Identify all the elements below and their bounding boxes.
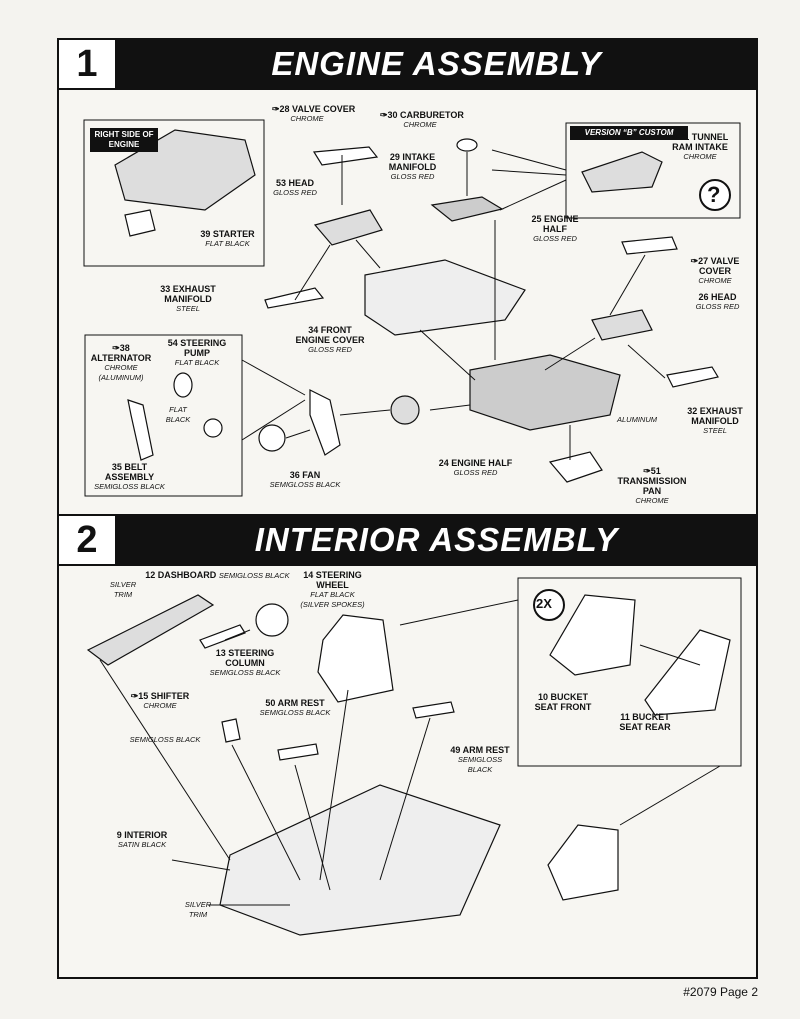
exhaust-manifold-33-drawing [264,287,325,309]
bucket-seat-front-drawing [549,594,636,676]
right-side-inset-box [83,119,265,267]
belt-assembly-inset-drawing [127,399,154,461]
rear-seat-drawing [547,824,619,901]
part-10-label: 10 BUCKET SEAT FRONT [534,692,592,712]
intake-manifold-drawing [430,196,504,222]
engine-assembly-drawing [469,354,621,431]
carburetor-drawing [456,138,478,152]
page-number: #2079 Page 2 [683,985,758,999]
belt-assembly-drawing [309,389,341,456]
valve-cover-28-drawing [312,146,379,166]
valve-cover-27-drawing [621,236,678,255]
flat-black-note: FLAT BLACK [165,405,191,424]
question-mark: ? [707,182,721,207]
arm-rest-49-drawing [412,701,455,719]
version-b-box [565,122,741,219]
tunnel-ram-drawing [581,151,663,193]
section-title: ENGINE ASSEMBLY [271,45,602,82]
steering-pump-drawing [203,418,223,438]
head-53-drawing [313,209,383,246]
section-2-header: 2 INTERIOR ASSEMBLY [57,514,756,566]
fan-drawing [258,424,286,452]
question-circle [699,179,731,211]
transmission-pan-drawing [548,451,603,483]
section-title: INTERIOR ASSEMBLY [254,521,619,558]
front-seat-drawing [317,614,394,703]
silver-trim-note: SILVER TRIM [109,580,137,599]
shifter-drawing [221,718,241,743]
bucket-seat-rear-drawing [644,629,731,716]
front-engine-cover-drawing [390,395,420,425]
right-side-tag: RIGHT SIDE OF ENGINE [90,128,158,152]
engine-half-25-drawing [364,259,526,336]
part-11-label: 11 BUCKET SEAT REAR [619,712,671,732]
exhaust-manifold-32-drawing [666,366,719,388]
qty-circle [533,589,565,621]
version-b-tag: VERSION “B” CUSTOM [570,126,688,140]
part-12-label: 12 DASHBOARD SEMIGLOSS BLACK [145,570,290,580]
arm-rest-50-drawing [277,743,319,761]
section-number: 1 [57,38,117,90]
head-26-drawing [591,309,653,341]
section-number: 2 [57,514,117,566]
alternator-drawing [173,372,193,398]
seat-inset-box [517,577,742,767]
aluminum-note: ALUMINUM [616,415,657,424]
qty-2x: 2X [536,596,552,611]
semigloss-black-note: SEMIGLOSS BLACK [129,735,201,744]
steering-wheel-drawing [255,603,289,637]
interior-tub-drawing [219,784,501,936]
section-1-header: 1 ENGINE ASSEMBLY [57,38,756,90]
dashboard-drawing [86,594,215,666]
starter-drawing [124,209,156,237]
silver-trim-note-2: SILVER TRIM [184,900,212,919]
steering-column-drawing [199,624,246,649]
accessory-inset-box [84,334,243,497]
